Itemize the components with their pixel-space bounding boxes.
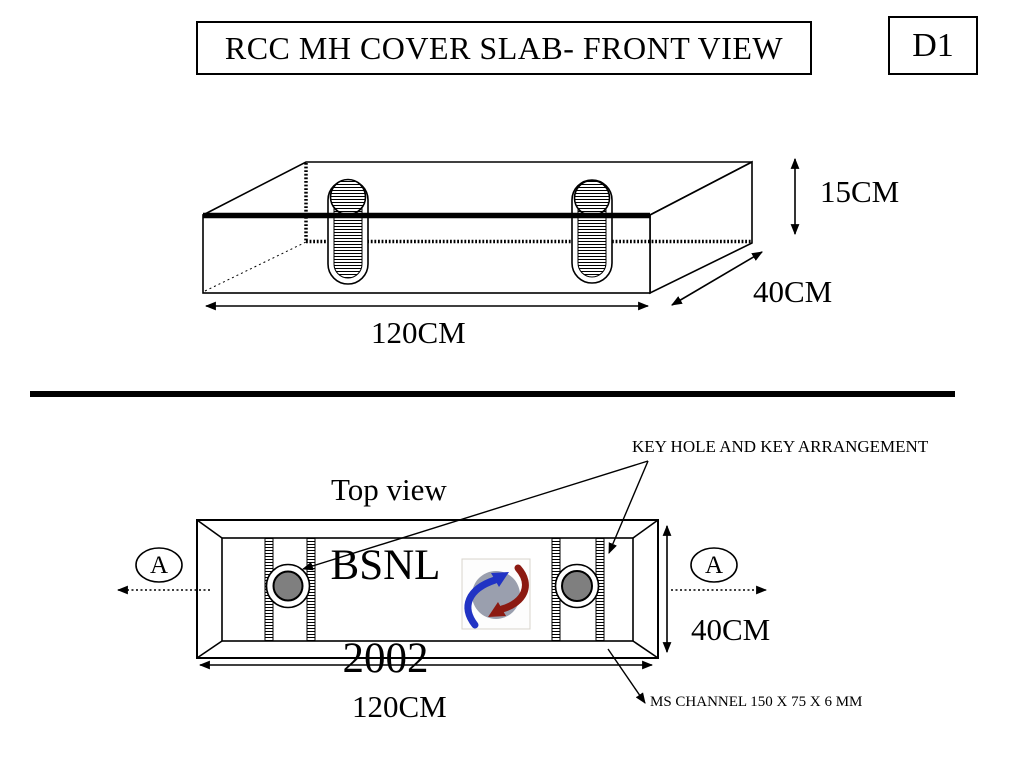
section-divider [30,391,955,397]
keyhole-circle-left [265,563,311,609]
dim-label-120cm-top: 120CM [352,689,447,724]
frame-bevel-lines [196,519,659,659]
keyhole-3d-left [327,178,369,285]
bsnl-logo-red-arrow [488,564,529,617]
slab-text-line1: BSNL [330,542,441,589]
bsnl-logo [461,558,531,630]
section-label-left: A [149,552,169,579]
keyhole-circle-right [554,563,600,609]
hidden-edge-diagonal [204,241,307,292]
dim-label-120cm-front: 120CM [371,315,466,350]
slab-embossed-text: BSNL 2002 [298,542,473,682]
keyhole-3d-right [571,179,613,284]
dim-label-15cm: 15CM [820,174,900,209]
top-view-caption: Top view [331,472,447,507]
keyhole-leader-arrows [301,460,649,571]
sheet-code-box: D1 [888,16,978,75]
top-view-drawing [116,460,768,704]
section-marker-ellipse-left [135,547,183,583]
dim-arrow-40cm-front [671,251,763,306]
section-marker-ellipse-right [690,547,738,583]
slab-text-line2: 2002 [342,634,429,682]
section-cut-left [116,547,210,595]
sheet-code: D1 [912,26,954,64]
front-view-drawing [202,157,800,311]
section-cut-right [671,547,768,595]
dim-label-40cm-top: 40CM [691,612,771,647]
drawing-title: RCC MH COVER SLAB- FRONT VIEW [224,29,784,66]
channel-leader-arrow [607,648,646,704]
bsnl-logo-blue-arrow [464,572,509,629]
channel-annotation: MS CHANNEL 150 X 75 X 6 MM [650,694,863,710]
title-box: RCC MH COVER SLAB- FRONT VIEW [196,21,812,75]
section-label-right: A [704,552,724,579]
keyhole-annotation: KEY HOLE AND KEY ARRANGEMENT [632,437,929,456]
dim-label-40cm-front: 40CM [753,274,833,309]
